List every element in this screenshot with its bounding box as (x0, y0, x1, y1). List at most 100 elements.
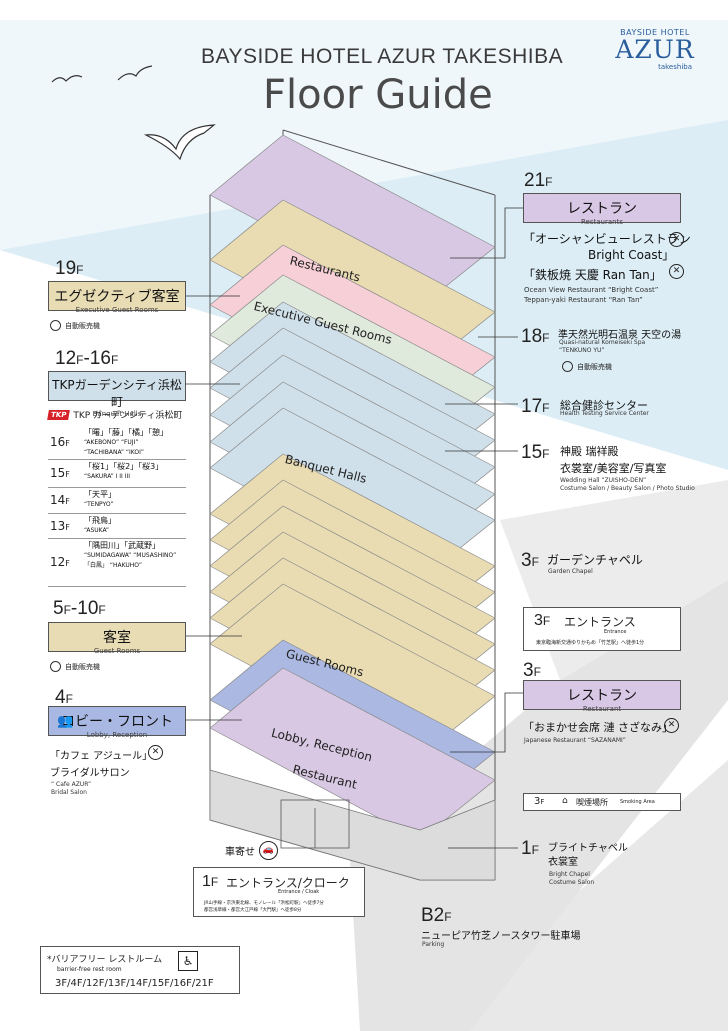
banquet-hall-row: 15F 「桜1」「桜2」「桜3」“SAKURA” I II III (48, 459, 186, 488)
barrier-free-floors: 3F/4F/12F/13F/14F/15F/16F/21F (55, 978, 214, 989)
car-porch-label: 車寄せ (225, 847, 255, 858)
page-title: Floor Guide (263, 72, 493, 118)
cafe-azur-jp: 「カフェ アジュール」 (50, 751, 153, 762)
floor-1-right-label: 1F (521, 838, 539, 859)
car-icon: 🚗 (259, 841, 278, 860)
bridal-salon-en: Bridal Salon (51, 789, 87, 796)
car-porch: 車寄せ 🚗 (225, 841, 278, 860)
hall-floor: 13F (50, 518, 70, 533)
wheelchair-icon: ♿ (178, 951, 198, 971)
salon-en: Costume Salon / Beauty Salon / Photo Stu… (560, 485, 695, 492)
hall-name: 「隅田川」「武蔵野」“SUMIDAGAWA” “MUSASHINO”「白鳳」 “… (84, 541, 177, 569)
smoking-area-box: 3F ⌂ 喫煙場所 Smoking Area (523, 793, 681, 811)
banquet-hall-row: 13F 「飛鳥」“ASUKA” (48, 513, 186, 539)
entrance-1f-note-2: 都営浅草線・都営大江戸線「大門駅」へ徒歩8分 (204, 908, 302, 913)
floor-15-label: 15F (521, 442, 550, 463)
entrance-1f-floor: 1F (202, 873, 219, 890)
floor-b2-label: B2F (421, 905, 452, 926)
smoking-floor: 3F (534, 796, 545, 807)
entrance-3f-jp: エントランス (564, 615, 636, 629)
hall-name: 「天平」“TENPYO” (84, 490, 116, 508)
hall-name: 「曙」「藤」「橘」「憩」“AKEBONO” “FUJI”“TACHIBANA” … (84, 428, 168, 456)
wedding-hall-jp: 神殿 瑞祥殿 (560, 445, 619, 458)
floor-slabs (209, 134, 496, 841)
wedding-hall-en: Wedding Hall “ZUISHO-DEN” (560, 477, 647, 484)
spa-en-2: “TENKUNO YU” (559, 347, 605, 354)
barrier-free-en: barrier-free rest room (57, 966, 122, 973)
floor-18-label: 18F (521, 326, 550, 347)
banquet-hall-row: 12F 「隅田川」「武蔵野」“SUMIDAGAWA” “MUSASHINO”「白鳳… (48, 538, 186, 587)
sazanami-en: Japanese Restaurant “SAZANAMI” (524, 737, 626, 744)
ocean-view-restaurant: 「オーシャンビューレストラン (523, 232, 691, 246)
floor-5-10-label: 5F-10F (53, 598, 106, 619)
garden-chapel-en: Garden Chapel (548, 568, 593, 575)
spa-en-1: Quasi-natural Komeiseki Spa (559, 339, 646, 346)
restaurant-icon: ✕ (148, 745, 163, 760)
tkp-logo: TKP (47, 409, 71, 420)
entrance-3f-floor: 3F (534, 612, 551, 629)
f21-en-1: Ocean View Restaurant “Bright Coast” (524, 286, 659, 294)
logo-top: BAYSIDE HOTEL (620, 28, 690, 37)
hall-floor: 12F (50, 555, 70, 569)
bridal-salon-jp: ブライダルサロン (50, 768, 130, 779)
vending-19f: 自動販売機 (50, 320, 100, 331)
banquet-hall-row: 16F 「曙」「藤」「橘」「憩」“AKEBONO” “FUJI”“TACHIBAN… (48, 425, 186, 460)
entrance-1f-jp: エントランス/クローク (226, 876, 350, 890)
cafe-azur-en: “ Cafe AZUR” (51, 781, 92, 788)
hall-floor: 14F (50, 493, 70, 507)
hotel-name: BAYSIDE HOTEL AZUR TAKESHIBA (201, 45, 564, 68)
entrance-3f-note: 東京臨海新交通ゆりかもめ「竹芝駅」へ徒歩1分 (536, 640, 645, 646)
entrance-1f-en: Entrance / Cloak (278, 889, 320, 895)
smoking-jp: 喫煙場所 (576, 798, 608, 807)
smoking-icon: ⌂ (562, 796, 568, 806)
tkp-brand: TKP TKP ガーデンシティ浜松町 (47, 408, 183, 421)
smoking-en: Smoking Area (620, 799, 655, 805)
hall-floor: 15F (50, 466, 70, 480)
entrance-1f-note-1: JR山手線・京浜東北線、モノレール「浜松町駅」へ徒歩7分 (204, 901, 324, 906)
entrance-1f-box[interactable]: 1F エントランス/クローク Entrance / Cloak JR山手線・京浜… (193, 867, 365, 917)
reception-icon: 👥 (57, 714, 74, 729)
costume-salon-en: Costume Salon (549, 879, 595, 886)
hall-floor: 16F (50, 435, 70, 449)
tkp-brand-text: TKP ガーデンシティ浜松町 (73, 411, 183, 421)
barrier-free-jp: *バリアフリー レストルーム (47, 955, 163, 965)
vending-5f: 自動販売機 (50, 661, 100, 672)
hotel-logo: BAYSIDE HOTEL AZUR takeshiba (600, 28, 710, 71)
garden-chapel-jp: ガーデンチャペル (547, 553, 643, 567)
floor-12-16-label: 12F-16F (55, 348, 119, 369)
floor-3-chapel-label: 3F (521, 550, 539, 571)
restaurant-icon: ✕ (664, 718, 679, 733)
costume-room-jp: 衣裳室 (548, 857, 578, 868)
vending-machine-icon (50, 661, 61, 672)
entrance-3f-box[interactable]: 3F エントランス Entrance 東京臨海新交通ゆりかもめ「竹芝駅」へ徒歩1… (523, 607, 681, 651)
vending-machine-icon (562, 361, 573, 372)
salon-jp: 衣裳室/美容室/写真室 (560, 462, 667, 475)
birds-decoration (51, 65, 216, 161)
floor-17-label: 17F (521, 396, 550, 417)
barrier-free-box: *バリアフリー レストルーム barrier-free rest room ♿ … (40, 946, 240, 994)
entrance-3f-en: Entrance (604, 629, 627, 635)
hall-name: 「桜1」「桜2」「桜3」“SAKURA” I II III (84, 462, 164, 480)
logo-sub: takeshiba (658, 63, 692, 71)
floor-3-rest-label: 3F (523, 660, 541, 681)
f21-en-2: Teppan-yaki Restaurant “Ran Tan” (524, 296, 643, 304)
spa-jp: 準天然光明石温泉 天空の湯 (558, 330, 682, 341)
hall-name: 「飛鳥」“ASUKA” (84, 516, 116, 534)
restaurant-icon: ✕ (669, 264, 684, 279)
health-center-en: Health Testing Service Center (560, 410, 649, 417)
floor-slab (209, 667, 496, 841)
floor-4-label: 4F (55, 687, 73, 708)
floor-19-label: 19F (55, 258, 84, 279)
leader-lines (186, 207, 523, 849)
ran-tan-restaurant: 「鉄板焼 天慶 Ran Tan」 (523, 268, 662, 282)
banquet-hall-row: 14F 「天平」“TENPYO” (48, 487, 186, 514)
parking-en: Parking (422, 941, 445, 948)
